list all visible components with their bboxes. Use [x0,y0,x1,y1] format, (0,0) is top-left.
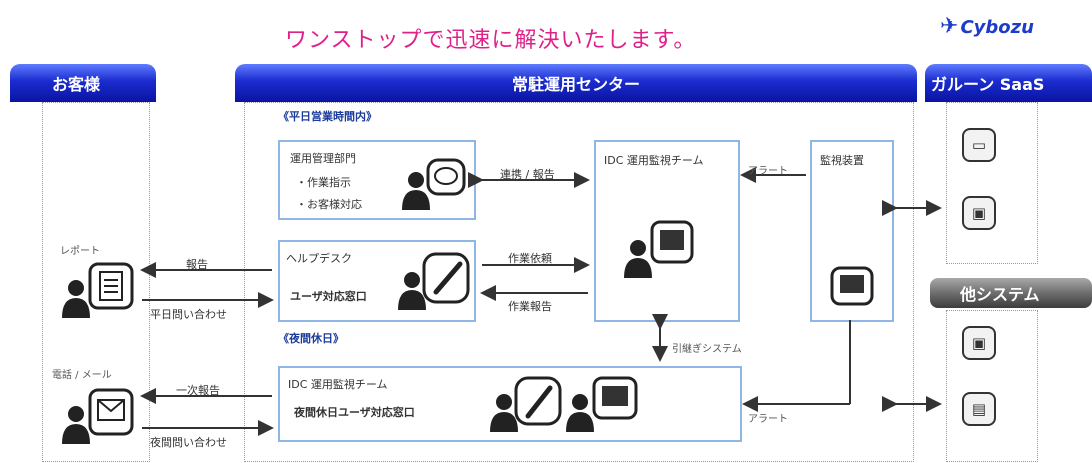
monitor-title: 監視装置 [820,154,864,167]
garoon-region [946,102,1038,264]
headline: ワンストップで迅速に解決いたします。 [285,28,697,53]
customer-region [42,102,150,462]
label-hikitsugi: 引継ぎシステム [672,344,742,355]
label-first-report: 一次報告 [176,384,220,397]
label-night-inquiry: 夜間問い合わせ [150,436,227,449]
ops-dept-item: ・作業指示 [296,176,351,189]
section-weekday: 《平日営業時間内》 [278,110,377,123]
operator-chat-icon [402,158,466,210]
section-holiday: 《夜間休日》 [278,332,344,345]
helpdesk-sub: ユーザ対応窓口 [290,290,367,303]
center-region [244,102,914,462]
night-team-box: IDC 運用監視チーム 夜間休日ユーザ対応窓口 [278,366,742,442]
label-alert: アラート [748,166,788,177]
header-other-system: 他システム [930,278,1092,308]
label-weekday-inquiry: 平日問い合わせ [150,308,227,321]
header-customer: お客様 [10,64,156,102]
idc-team-box: IDC 運用監視チーム [594,140,740,322]
label-phone-mail: 電話 / メール [52,370,112,381]
logo-text: Cybozu [960,17,1034,38]
header-garoon: ガルーン SaaS [925,64,1092,102]
helpdesk-title: ヘルプデスク [286,252,352,265]
label-work-report: 作業報告 [508,300,552,313]
server-device-icon: ▭ [962,128,996,162]
night-operator-icon [490,376,638,432]
label-work-request: 作業依頼 [508,252,552,265]
other-system-region [946,310,1038,462]
header-center: 常駐運用センター [235,64,917,102]
operator-phone-icon [398,252,470,310]
customer-report-icon [62,262,134,318]
server-tower-icon: ▣ [962,326,996,360]
cybozu-logo-icon: ✈ [940,14,959,39]
label-renkei: 連携 / 報告 [500,168,555,181]
night-team-title: IDC 運用監視チーム [288,378,388,391]
customer-mail-icon [62,388,134,444]
night-team-sub: 夜間休日ユーザ対応窓口 [294,406,415,419]
monitor-box: 監視装置 [810,140,894,322]
idc-team-title: IDC 運用監視チーム [604,154,704,167]
monitor-pc-icon [830,266,874,306]
ops-dept-title: 運用管理部門 [290,152,356,165]
server-tower-icon: ▤ [962,392,996,426]
helpdesk-box: ヘルプデスク ユーザ対応窓口 [278,240,476,322]
ops-dept-box: 運用管理部門 ・作業指示 ・お客様対応 [278,140,476,220]
ops-dept-item: ・お客様対応 [296,198,362,211]
label-alert: アラート [748,414,788,425]
operator-pc-icon [624,220,694,278]
cybozu-logo: ✈Cybozu [940,14,1034,39]
label-report: 報告 [186,258,208,271]
server-tower-icon: ▣ [962,196,996,230]
label-report-doc: レポート [60,246,100,257]
